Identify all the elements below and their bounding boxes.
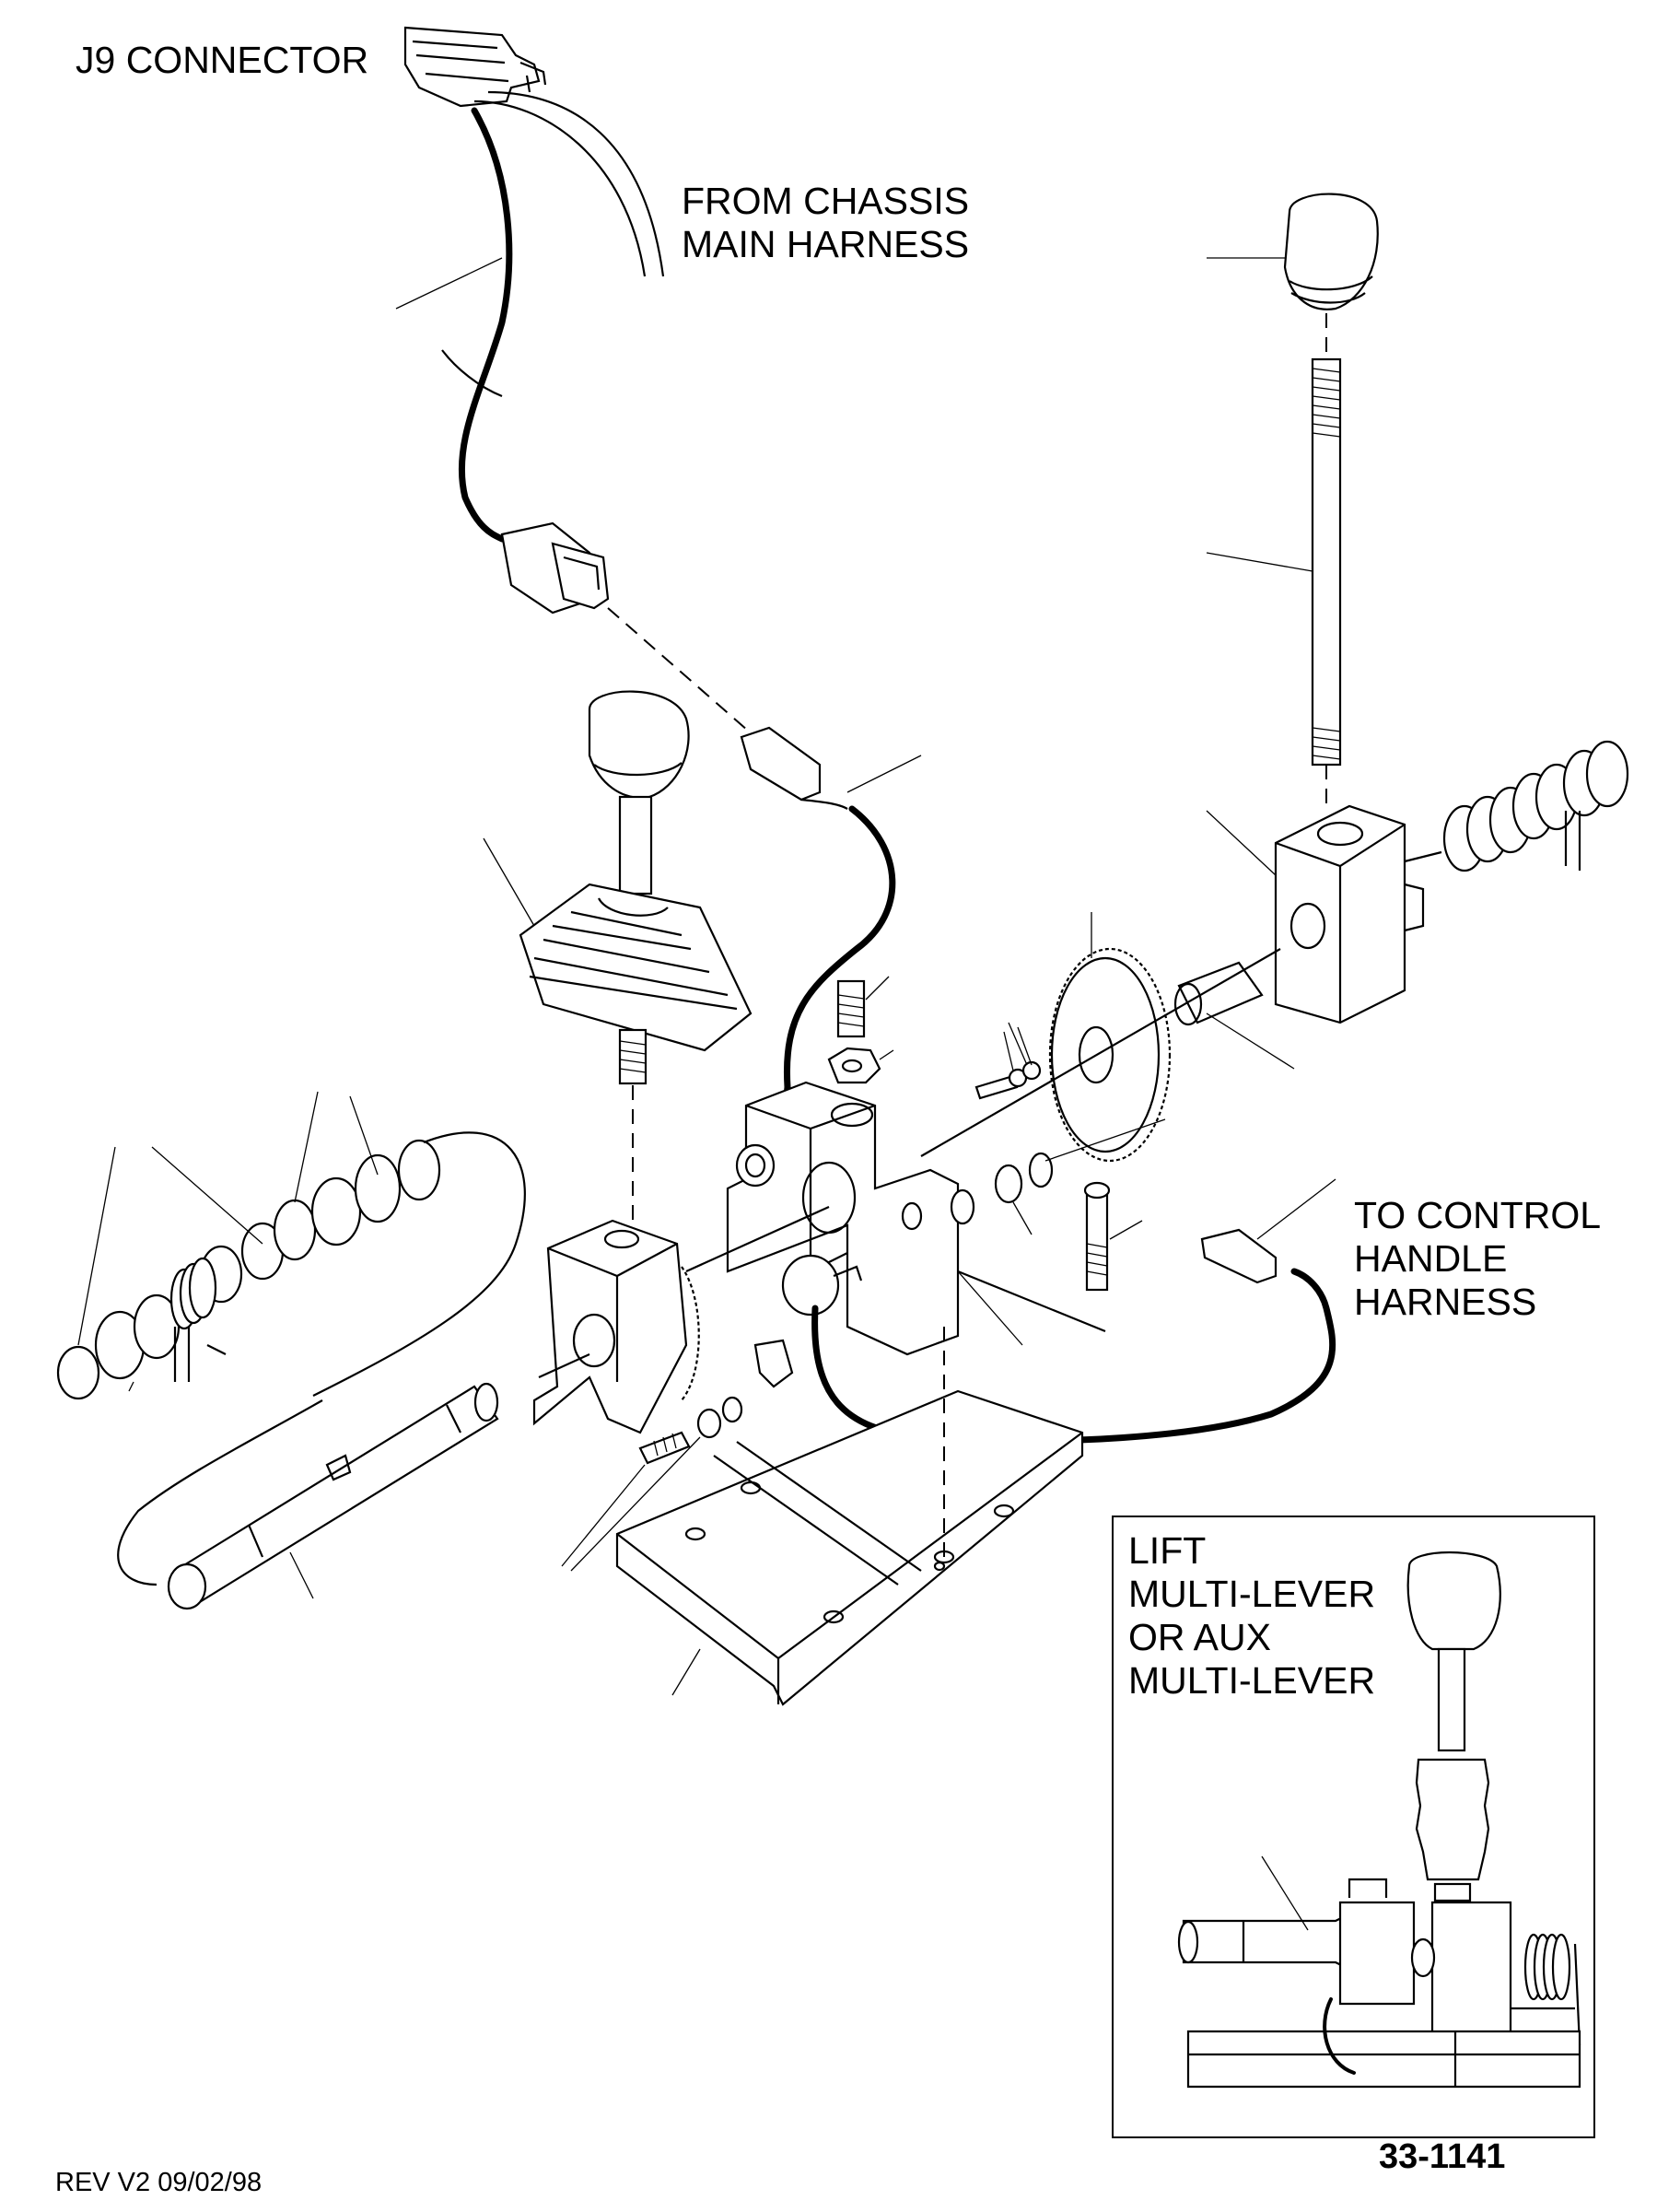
j9-connector-label: J9 CONNECTOR [76,39,369,81]
leader-control-harness [1256,1178,1336,1240]
drawing-number: 33-1141 [1379,2137,1506,2176]
leader-plug-harness [846,755,922,793]
main-shaft [167,1382,499,1610]
leader-washers [77,1091,379,1392]
leader-small-pins [1044,1118,1166,1162]
upper-connector-plug [500,521,610,614]
leader-base-plate [671,1648,701,1696]
inset-title: LIFT MULTI-LEVER OR AUX MULTI-LEVER [1128,1529,1376,1702]
right-small-pins [950,1152,1054,1225]
leader-inset-shaft [1261,1855,1309,1931]
from-chassis-label: FROM CHASSIS MAIN HARNESS [682,180,970,265]
left-washer-stack [56,1139,441,1400]
left-pivot-block [532,1219,700,1434]
leader-boot [483,837,535,927]
connection-dashed-line [607,607,756,738]
right-pivot-block [1274,804,1425,1024]
right-shaft-axis [1404,850,1442,863]
potentiometer [781,1254,863,1317]
right-knob [1283,193,1379,310]
rubber-boot [519,883,753,1052]
lower-connector-plug [740,726,848,810]
chassis-harness-cable [441,90,665,543]
left-knob [588,690,690,799]
main-shaft-axis [538,1352,590,1379]
center-axis [957,1270,1106,1333]
revision-label: REV V2 09/02/98 [55,2168,263,2197]
leader-center-block [957,1270,1023,1346]
leader-hex-nut [879,1049,894,1060]
gear-screws [974,1060,1042,1100]
boot-stud [618,1028,648,1085]
gear [1048,947,1172,1163]
gear-axis [920,948,1281,1157]
left-handle-stem [618,795,653,895]
hex-nut [827,1047,881,1084]
right-spring-stack [1442,740,1629,872]
leader-threaded-rod [1206,552,1313,572]
leader-detent [561,1436,701,1572]
leader-gear-screws [1003,1022,1033,1071]
leader-long-bolt [1109,1220,1143,1240]
left-shaft-axis [685,1205,830,1273]
sleeve-bushing [1173,961,1264,1026]
threaded-rod [1311,357,1342,767]
j9-connector [403,26,547,108]
leader-main-shaft [289,1551,314,1599]
inset-assembled-lever [1177,1551,1581,2089]
inset-panel [1112,1516,1595,2138]
leader-set-screw [865,976,890,1001]
base-plate [615,1389,1084,1706]
control-handle-cable-lower [811,1228,1336,1445]
center-mounting-block [726,1081,960,1356]
left-spring [169,1257,227,1382]
detent-washers [696,1396,743,1439]
leader-cable-upper [395,257,503,310]
to-control-label: TO CONTROL HANDLE HARNESS [1354,1194,1602,1323]
main-shaft-envelope [117,1399,323,1586]
leader-right-pin [1012,1201,1033,1235]
leader-sleeve [1206,1012,1295,1070]
control-handle-cable-upper [779,805,896,1137]
long-bolt [1083,1181,1111,1292]
center-screw [735,1143,776,1188]
detent-screw [638,1431,691,1465]
leader-right-block [1206,810,1277,876]
left-shaft-envelope [312,1131,526,1397]
small-bracket [753,1339,794,1388]
set-screw [836,979,866,1038]
